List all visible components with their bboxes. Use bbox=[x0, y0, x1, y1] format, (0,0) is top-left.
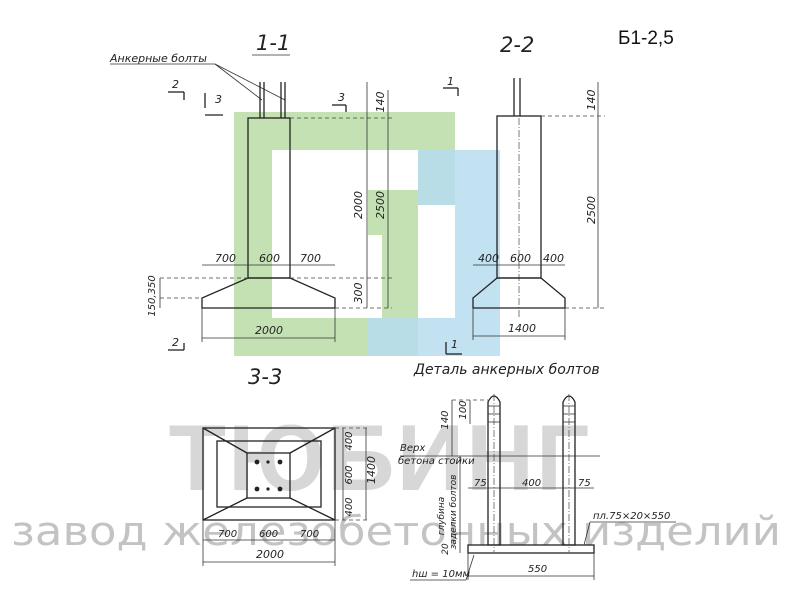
view-2-2-title: 2-2 bbox=[500, 33, 534, 57]
detail-hsh-label: hш = 10мм bbox=[412, 569, 470, 580]
v3-dim-mid: 600 bbox=[259, 529, 278, 540]
detail-dim-550: 550 bbox=[528, 564, 547, 575]
v1-dim-width: 2000 bbox=[255, 324, 283, 337]
detail-dim-75a: 75 bbox=[474, 478, 487, 489]
v3-dim-right: 700 bbox=[300, 529, 319, 540]
detail-depth-label: глубина bbox=[437, 497, 447, 536]
detail-top-label: Верх bbox=[400, 443, 425, 454]
detail-depth-label2: заделки болтов bbox=[449, 475, 459, 550]
detail-plate-label: пл.75×20×550 bbox=[593, 511, 670, 522]
v3-dim-r1: 400 bbox=[344, 431, 355, 450]
v2-dim-width: 1400 bbox=[508, 322, 536, 335]
logo-blue-shape bbox=[368, 150, 500, 356]
v1-dim-left: 700 bbox=[215, 252, 236, 265]
detail-dim-100: 100 bbox=[458, 400, 469, 419]
watermark-tagline: завод железобетонных изделий bbox=[11, 509, 781, 555]
watermark-brand: ТЮБИНГ bbox=[169, 405, 592, 510]
view-2-2: 2-2 1 1 140 2500 400 600 400 1400 bbox=[443, 33, 605, 355]
v2-dim-top: 140 bbox=[585, 90, 598, 111]
v1-dim-mid: 600 bbox=[259, 252, 280, 265]
detail-dim-20: 20 bbox=[441, 543, 451, 555]
v3-dim-r3: 400 bbox=[344, 497, 355, 516]
v2-dim-right: 400 bbox=[543, 252, 564, 265]
cut-mark-1-bottom: 1 bbox=[451, 338, 458, 351]
v2-dim-mid: 600 bbox=[510, 252, 531, 265]
drawing-code: Б1-2,5 bbox=[618, 28, 674, 49]
v1-dim-right: 700 bbox=[300, 252, 321, 265]
cut-mark-3-right: 3 bbox=[338, 91, 345, 104]
cut-mark-2-top: 2 bbox=[172, 78, 179, 91]
v1-dim-total: 2500 bbox=[374, 191, 387, 219]
cut-mark-1-top: 1 bbox=[447, 75, 454, 88]
v3-dim-left: 700 bbox=[218, 529, 237, 540]
view-1-1: 1-1 Анкерные болты 2 3 3 2 bbox=[109, 31, 392, 351]
cut-mark-2-bottom: 2 bbox=[172, 336, 179, 349]
detail-dim-75b: 75 bbox=[578, 478, 591, 489]
view-3-3-title: 3-3 bbox=[248, 365, 282, 389]
anchor-bolts-label: Анкерные болты bbox=[109, 52, 207, 65]
detail-title: Деталь анкерных болтов bbox=[413, 362, 600, 378]
v2-dim-total: 2500 bbox=[585, 196, 598, 224]
detail-top-label2: бетона стойки bbox=[398, 455, 475, 467]
view-3-3: 3-3 400 600 400 1400 700 600 700 2000 bbox=[202, 365, 378, 566]
v3-dim-r2: 600 bbox=[344, 465, 355, 484]
v1-dim-top: 140 bbox=[374, 92, 387, 113]
logo-watermark bbox=[234, 112, 500, 356]
logo-green-shape bbox=[234, 112, 455, 356]
view-1-1-title: 1-1 bbox=[256, 31, 290, 55]
anchor-bolt-detail: Деталь анкерных болтов Верх бетона стойк… bbox=[398, 362, 676, 581]
detail-dim-140: 140 bbox=[440, 410, 451, 429]
v1-dim-column: 2000 bbox=[352, 191, 365, 219]
v3-dim-height: 1400 bbox=[365, 456, 378, 484]
v2-dim-left: 400 bbox=[478, 252, 499, 265]
v3-dim-width: 2000 bbox=[256, 548, 284, 561]
detail-dim-400: 400 bbox=[522, 478, 541, 489]
v1-dim-edge: 150,350 bbox=[147, 275, 158, 316]
v1-dim-base: 300 bbox=[352, 283, 365, 304]
cut-mark-3-left: 3 bbox=[215, 93, 222, 106]
